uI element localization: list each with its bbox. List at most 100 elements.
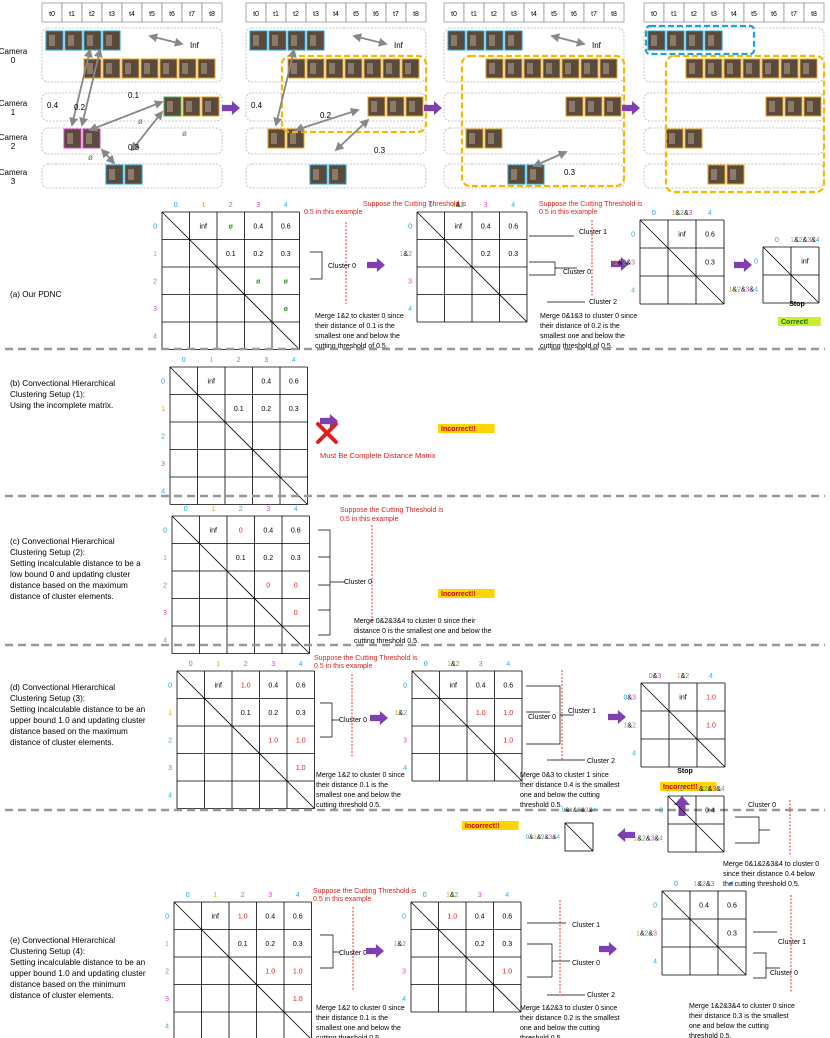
time-tick-label: t8 <box>413 11 419 18</box>
matrix-col-label: 3 <box>479 661 483 668</box>
merge-explanation: threshold 0.5. <box>689 1033 731 1038</box>
purple-step-arrow <box>622 101 640 115</box>
matrix-cell-value: 1.0 <box>265 968 275 975</box>
person-silhouette <box>201 63 207 74</box>
matrix-row-label: 3 <box>153 306 157 313</box>
time-tick-label: t4 <box>129 11 135 18</box>
person-silhouette <box>291 63 297 74</box>
cluster-label: Cluster 1 <box>568 708 596 715</box>
person-silhouette <box>565 63 571 74</box>
matrix-diagonal <box>564 822 594 852</box>
matrix-col-label: 3 <box>271 661 275 668</box>
matrix-col-label: 0&1&2&3&4 <box>562 807 597 814</box>
matrix-cell-value: 0.3 <box>705 260 715 267</box>
time-tick-label: t1 <box>671 11 677 18</box>
person-silhouette <box>489 35 495 46</box>
matrix-cell-value: 1.0 <box>476 710 486 717</box>
cluster-label: Cluster 2 <box>589 299 617 306</box>
matrix-e5 <box>564 822 594 852</box>
camera-label: Camera <box>0 47 28 56</box>
matrix-row-label: 1&2&3&4 <box>633 836 663 843</box>
matrix-row-label: 1&2&3 <box>636 931 657 938</box>
person-silhouette <box>310 63 316 74</box>
merge-explanation: cutting threshold 0.5. <box>316 802 381 809</box>
camera-row <box>643 27 825 83</box>
cluster-label: Cluster 0 <box>563 269 591 276</box>
edge-label: 0.2 <box>74 103 86 112</box>
matrix-cell-value: 0.4 <box>705 808 715 815</box>
matrix-row-label: 3 <box>408 278 412 285</box>
section-c-label: low bound 0 and updating cluster <box>10 570 130 579</box>
edge-label: Inf <box>394 41 404 50</box>
matrix-row-label: 4 <box>631 288 635 295</box>
matrix-col-label: 3 <box>266 506 270 513</box>
matrix-row-label: 1 <box>165 941 169 948</box>
person-silhouette <box>290 133 296 144</box>
distance-edge <box>550 33 586 47</box>
matrix-col-label: 4 <box>299 661 303 668</box>
matrix-row-label: 1 <box>163 555 167 562</box>
incorrect-badge: Incorrect!! <box>441 426 476 433</box>
matrix-cell-value: 1.0 <box>268 737 278 744</box>
time-tick-label: t0 <box>49 11 55 18</box>
person-silhouette <box>386 63 392 74</box>
matrix-col-label: 2 <box>244 661 248 668</box>
camera-row <box>41 163 223 189</box>
person-silhouette <box>329 63 335 74</box>
person-silhouette <box>253 35 259 46</box>
final-cluster-box <box>644 24 756 56</box>
merge-explanation: threshold 0.5. <box>520 802 562 809</box>
incorrect-badge-bg <box>660 782 717 791</box>
time-tick-label: t6 <box>169 11 175 18</box>
section-c-label: (c) Convectional Hierarchical <box>10 537 115 546</box>
person-silhouette <box>527 63 533 74</box>
person-silhouette <box>371 101 377 112</box>
person-silhouette <box>508 35 514 46</box>
merge-explanation: their distance 0.1 is the <box>316 1015 388 1022</box>
time-tick-label: t3 <box>511 11 517 18</box>
cluster-label: Cluster 0 <box>748 802 776 809</box>
matrix-col-label: 0 <box>429 202 433 209</box>
merge-explanation: Merge 1&2&3 to cluster 0 since <box>520 1005 617 1012</box>
time-tick-label: t7 <box>393 11 399 18</box>
matrix-cell-value: 0.2 <box>268 710 278 717</box>
matrix-row-label: 2 <box>165 968 169 975</box>
person-silhouette <box>128 169 134 180</box>
matrix-cell-value: inf <box>200 223 207 230</box>
matrix-cell-value: inf <box>455 223 462 230</box>
matrix-col-label: 3 <box>268 892 272 899</box>
matrix-col-label: 4 <box>505 892 509 899</box>
edge-label: 0.2 <box>320 111 332 120</box>
matrix-cell-value: 0 <box>266 582 270 589</box>
time-tick-label: t1 <box>273 11 279 18</box>
matrix-row-label: 0 <box>653 903 657 910</box>
person-silhouette <box>769 101 775 112</box>
matrix-cell-value: 0.6 <box>289 378 299 385</box>
dendrogram <box>320 702 340 738</box>
correct-badge-bg <box>778 317 821 326</box>
dendrogram <box>753 931 780 979</box>
matrix-row-label: 2 <box>163 582 167 589</box>
matrix-row-label: 3 <box>402 968 406 975</box>
matrix-col-label: 1&2 <box>452 202 465 209</box>
matrix-cell-value: 0.4 <box>265 913 275 920</box>
purple-step-arrow <box>674 796 690 816</box>
person-silhouette <box>727 63 733 74</box>
camera-row <box>443 92 625 122</box>
matrix-row-label: 0&1&2&3&4 <box>526 834 561 841</box>
dendrogram <box>320 934 340 969</box>
matrix-row-label: 0 <box>161 378 165 385</box>
matrix-row-label: 4 <box>153 333 157 340</box>
matrix-row-label: 3 <box>403 737 407 744</box>
merge-explanation: Merge 0&2&3&4 to cluster 0 since their <box>354 618 476 625</box>
purple-step-arrow <box>424 101 442 115</box>
matrix-cell-value: 0.2 <box>261 406 271 413</box>
merge-explanation: one and below the cutting <box>520 792 600 799</box>
person-silhouette <box>87 35 93 46</box>
person-silhouette <box>49 35 55 46</box>
matrix-row-label: 3 <box>163 610 167 617</box>
matrix-col-label: 1 <box>213 892 217 899</box>
threshold-note: 0.5 in this example <box>340 516 398 523</box>
matrix-cell-value: 1.0 <box>503 737 513 744</box>
person-silhouette <box>508 63 514 74</box>
